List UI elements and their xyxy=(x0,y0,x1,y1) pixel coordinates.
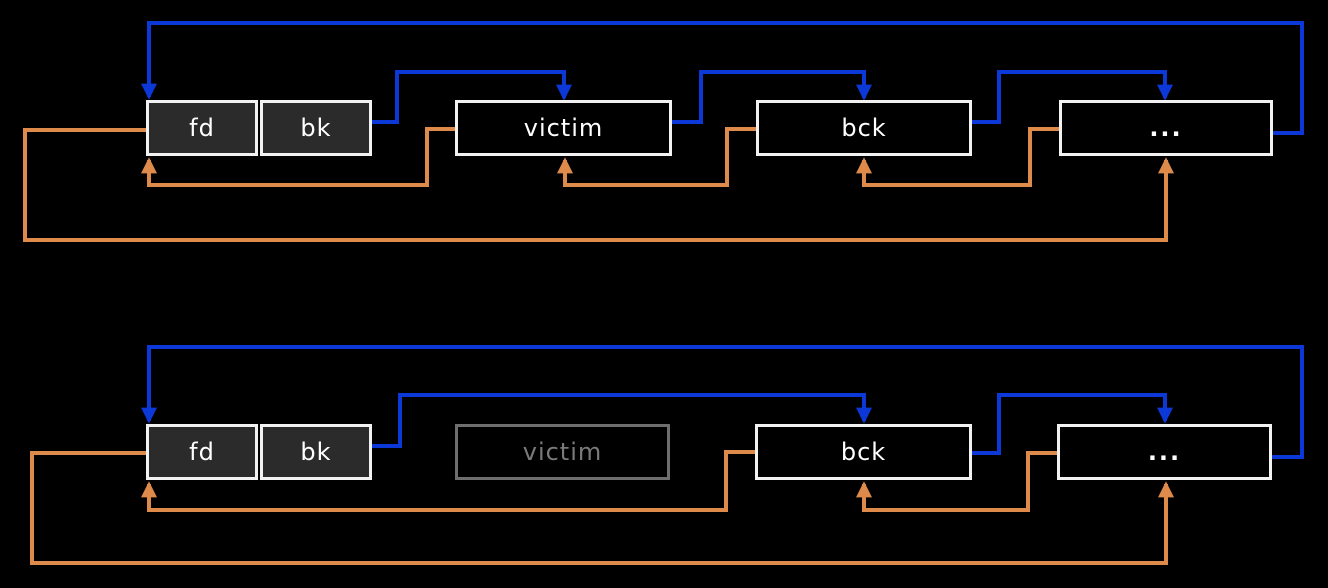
top-forward-arrow-more-wrap-to-head xyxy=(141,21,1304,135)
bottom-head-fd-cell: fd xyxy=(146,424,258,480)
bottom-bck-node: bck xyxy=(755,424,972,480)
top-forward-arrow-victim-to-bck xyxy=(672,70,872,124)
bottom-forward-arrow-bck-to-more xyxy=(972,393,1173,455)
bottom-head-bk-cell: bk xyxy=(260,424,372,480)
top-forward-arrow-head-to-victim xyxy=(372,70,572,124)
bottom-forward-arrow-head-to-bck xyxy=(372,393,872,448)
top-head-bk-cell: bk xyxy=(260,100,372,156)
bottom-backward-arrow-bck-to-head xyxy=(141,450,755,512)
top-bck-node: bck xyxy=(756,100,972,156)
top-victim-node: victim xyxy=(455,100,672,156)
top-backward-arrow-bck-to-victim xyxy=(557,127,756,187)
top-backward-arrow-victim-to-head xyxy=(141,127,455,187)
bottom-backward-arrow-more-to-bck xyxy=(856,451,1057,512)
top-backward-arrow-head-wrap-to-more xyxy=(23,128,1174,242)
top-head-fd-cell: fd xyxy=(146,100,258,156)
bottom-backward-arrow-head-wrap-to-more xyxy=(30,451,1174,565)
top-more-node: ... xyxy=(1059,100,1273,156)
bottom-forward-arrow-more-wrap-to-head xyxy=(141,345,1304,459)
top-forward-arrow-bck-to-more xyxy=(972,70,1173,124)
top-backward-arrow-more-to-bck xyxy=(856,127,1059,187)
bottom-more-node: ... xyxy=(1057,424,1272,480)
bottom-victim-node-unlinked: victim xyxy=(455,424,670,480)
